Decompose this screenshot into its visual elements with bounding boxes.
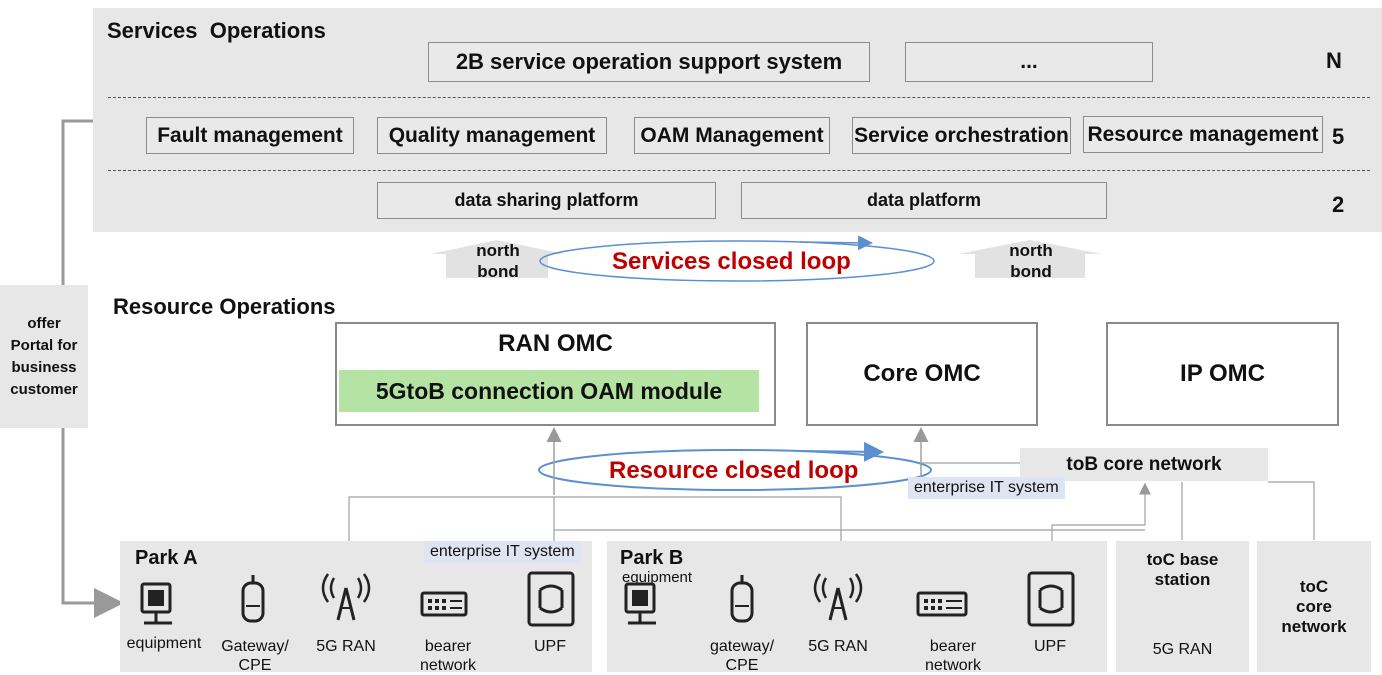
- park-b-panel: [607, 541, 1107, 672]
- ip-omc-title: IP OMC: [1180, 360, 1265, 387]
- park-b-5g-ran-label: 5G RAN: [808, 638, 868, 655]
- core-omc-title: Core OMC: [863, 360, 981, 387]
- resource-operations-title: Resource Operations: [113, 294, 336, 319]
- mid-row-count: 5: [1332, 124, 1345, 149]
- antenna-icon: [813, 573, 863, 621]
- computer-icon: [624, 582, 656, 625]
- park-b-upf-label: UPF: [1034, 638, 1066, 655]
- north-bond-arrow-right: [958, 240, 1102, 278]
- park-a-upf-label: UPF: [534, 638, 566, 655]
- park-b-equipment-label: equipment: [622, 569, 693, 586]
- core-omc-box: Core OMC: [806, 322, 1038, 426]
- data-sharing-platform-box: data sharing platform: [377, 182, 716, 219]
- gateway-icon: [241, 575, 265, 623]
- offer-portal-box: offer Portal for business customer: [0, 285, 88, 428]
- ip-omc-box: IP OMC: [1106, 322, 1339, 426]
- north-bond-right-label: north bond: [1009, 241, 1053, 281]
- services-loop-ellipse: [539, 240, 935, 282]
- quality-management-box: Quality management: [377, 117, 607, 154]
- data-platform-box: data platform: [741, 182, 1107, 219]
- toc-5g-ran-label: 5G RAN: [1152, 641, 1213, 658]
- toc-base-station-title: toC base station: [1146, 550, 1219, 589]
- park-a-enterprise-it: enterprise IT system: [424, 541, 581, 563]
- fault-management-box: Fault management: [146, 117, 354, 154]
- resource-loop-ellipse: [538, 449, 932, 491]
- park-b-gateway-label: gateway/ CPE: [709, 638, 775, 674]
- services-operations-title: Services Operations: [107, 18, 326, 43]
- oam-module-box: 5GtoB connection OAM module: [339, 370, 759, 412]
- park-a-gateway-label: Gateway/ CPE: [221, 638, 289, 674]
- service-operation-support-box: 2B service operation support system: [428, 42, 870, 82]
- antenna-icon: [321, 573, 371, 621]
- service-orchestration-box: Service orchestration: [852, 117, 1071, 154]
- divider-2: [108, 170, 1370, 171]
- park-b-bearer-label: bearer network: [924, 638, 982, 674]
- bearer-network-icon: [420, 591, 468, 617]
- park-a-title: Park A: [135, 547, 198, 569]
- offer-portal-label: offer Portal for business customer: [10, 314, 78, 398]
- computer-icon: [140, 582, 172, 625]
- gateway-icon: [730, 575, 754, 623]
- upf-icon: [1027, 571, 1075, 627]
- north-bond-arrow-left: [430, 240, 564, 278]
- oam-management-box: OAM Management: [634, 117, 830, 154]
- park-b-title: Park B: [620, 547, 684, 569]
- bearer-network-icon: [916, 591, 968, 617]
- park-a-equipment-label: equipment: [126, 635, 202, 652]
- services-closed-loop-label: Services closed loop: [612, 248, 851, 275]
- park-a-5g-ran-label: 5G RAN: [316, 638, 376, 655]
- toc-base-station-panel: [1116, 541, 1249, 672]
- resource-management-box: Resource management: [1083, 116, 1323, 153]
- toc-core-network-label: toC core network: [1281, 576, 1347, 636]
- bottom-row-count: 2: [1332, 192, 1345, 217]
- enterprise-it-top: enterprise IT system: [908, 477, 1065, 499]
- toc-core-network-panel: toC core network: [1257, 541, 1371, 672]
- ran-omc-box: RAN OMC 5GtoB connection OAM module: [335, 322, 776, 426]
- ran-omc-title: RAN OMC: [498, 330, 613, 357]
- upf-icon: [527, 571, 575, 627]
- park-a-bearer-label: bearer network: [419, 638, 477, 674]
- divider-1: [108, 97, 1370, 98]
- top-row-count: N: [1326, 48, 1342, 73]
- resource-closed-loop-label: Resource closed loop: [609, 457, 859, 484]
- ellipsis-box: ...: [905, 42, 1153, 82]
- north-bond-left-label: north bond: [476, 241, 520, 281]
- tob-core-network-box: toB core network: [1020, 448, 1268, 481]
